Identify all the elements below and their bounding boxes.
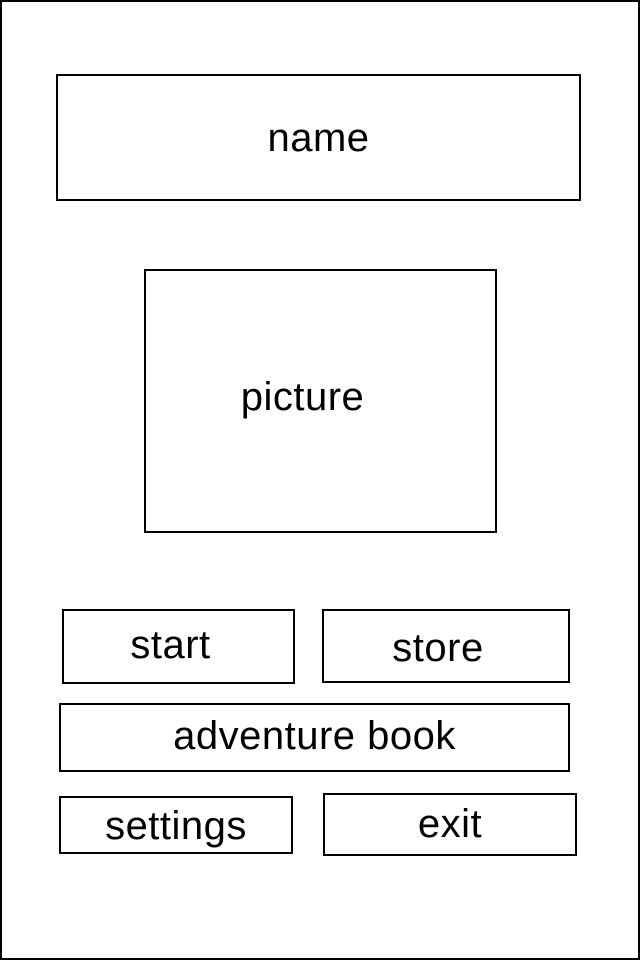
name-field: name <box>56 74 581 201</box>
store-button[interactable]: store <box>322 609 570 683</box>
picture-frame: picture <box>144 269 497 533</box>
adventure-book-button[interactable]: adventure book <box>59 703 570 772</box>
settings-button[interactable]: settings <box>59 796 293 854</box>
name-label: name <box>267 115 370 160</box>
settings-button-label: settings <box>105 804 247 848</box>
exit-button[interactable]: exit <box>323 793 577 856</box>
picture-label: picture <box>240 375 365 419</box>
start-button[interactable]: start <box>62 609 295 684</box>
store-button-label: store <box>392 626 484 670</box>
exit-button-label: exit <box>417 801 483 846</box>
adventure-book-button-label: adventure book <box>173 713 456 758</box>
start-button-label: start <box>130 622 211 667</box>
